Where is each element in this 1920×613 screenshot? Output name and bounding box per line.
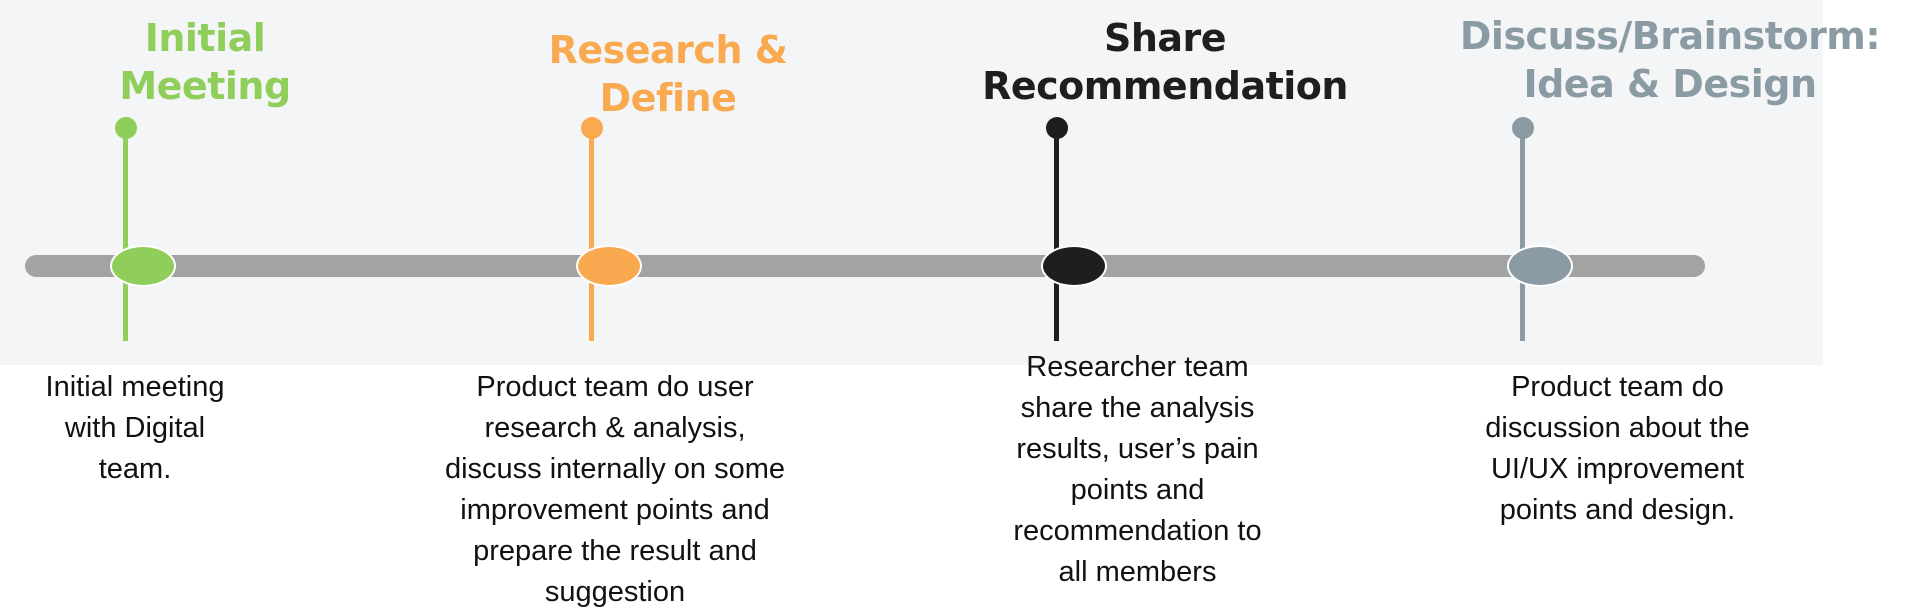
- step-2-marker-dot: [581, 117, 603, 139]
- step-4-stem: [1520, 128, 1525, 341]
- step-3-description: Researcher team share the analysis resul…: [1013, 351, 1262, 588]
- step-1-marker-dot: [115, 117, 137, 139]
- step-3-stem: [1054, 128, 1059, 341]
- timeline-background: [0, 0, 1823, 365]
- step-4-marker-dot: [1512, 117, 1534, 139]
- step-4-title: Discuss/Brainstorm: Idea & Design: [1459, 14, 1881, 106]
- step-2-stem: [589, 128, 594, 341]
- step-1-description: Initial meeting with Digital team.: [45, 371, 225, 485]
- step-1-title: Initial Meeting: [119, 16, 291, 108]
- step-3-node: [1041, 245, 1107, 287]
- step-4-description: Product team do discussion about the UI/…: [1485, 371, 1750, 526]
- step-3-title: Share Recommendation: [982, 16, 1348, 108]
- step-2-title: Research & Define: [548, 28, 788, 120]
- step-4-node: [1507, 245, 1573, 287]
- step-1-stem: [123, 128, 128, 341]
- step-2-description: Product team do user research & analysis…: [444, 371, 786, 608]
- step-2-node: [576, 245, 642, 287]
- step-1-node: [110, 245, 176, 287]
- step-3-marker-dot: [1046, 117, 1068, 139]
- timeline-track: [25, 255, 1705, 277]
